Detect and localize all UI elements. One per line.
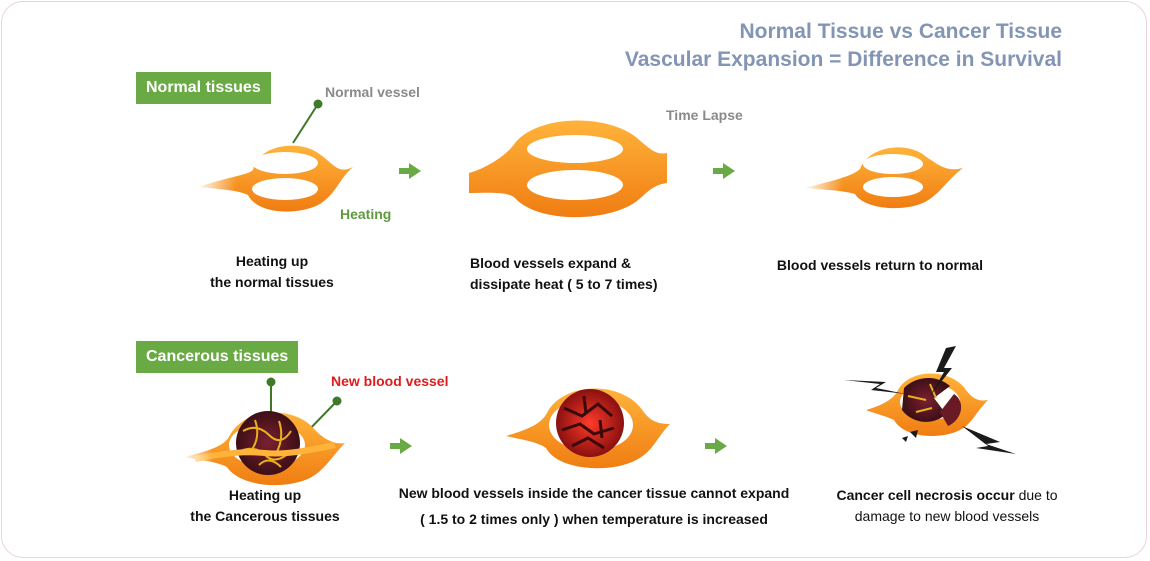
cancer-step3-label: Cancer cell necrosis occur due to damage…: [822, 485, 1072, 527]
new-blood-vessel-callout: New blood vessel: [331, 373, 449, 389]
cancer-step3-bold: Cancer cell necrosis occur: [836, 487, 1015, 503]
heating-callout: Heating: [340, 206, 392, 222]
cancer-step1-label: Heating up the Cancerous tissues: [170, 485, 360, 527]
vessel-returned-icon: [803, 147, 963, 209]
lightning-icon: [844, 346, 1016, 454]
normal-step1-line2: the normal tissues: [210, 274, 334, 290]
vessel-icon: [196, 145, 353, 212]
normal-step1-label: Heating up the normal tissues: [187, 251, 357, 293]
necrosis-icon: [844, 346, 1016, 454]
normal-step3-label: Blood vessels return to normal: [776, 257, 984, 273]
cancer-vessel-heated-icon: [506, 388, 670, 469]
normal-step2-line2: dissipate heat ( 5 to 7 times): [470, 276, 658, 292]
cancer-step1-line2: the Cancerous tissues: [190, 508, 340, 524]
cancerous-tissues-tag: Cancerous tissues: [136, 341, 299, 373]
normal-step2-line1: Blood vessels expand &: [470, 255, 632, 271]
cancer-step2-line1: New blood vessels inside the cancer tiss…: [398, 485, 790, 501]
normal-vessel-callout: Normal vessel: [325, 84, 420, 100]
cancer-step1-line1: Heating up: [228, 487, 302, 503]
arrow-right-icon: [390, 163, 735, 454]
cancer-step3-line2: damage to new blood vessels: [854, 508, 1040, 524]
normal-tissues-tag: Normal tissues: [136, 72, 271, 104]
cancer-vessel-icon: [183, 411, 345, 486]
vessel-expanded-icon: [469, 120, 667, 218]
cancer-step2-line2: ( 1.5 to 2 times only ) when temperature…: [420, 511, 768, 527]
title-line-1: Normal Tissue vs Cancer Tissue: [739, 20, 1062, 43]
tumor-icon: [236, 411, 300, 475]
normal-step2-label: Blood vessels expand & dissipate heat ( …: [470, 253, 700, 295]
cancer-step3-rest: due to: [1014, 487, 1058, 503]
time-lapse-callout: Time Lapse: [666, 107, 743, 123]
cancer-step2-label: New blood vessels inside the cancer tiss…: [383, 480, 805, 532]
normal-step1-line1: Heating up: [235, 253, 309, 269]
title-line-2: Vascular Expansion = Difference in Survi…: [624, 48, 1062, 71]
